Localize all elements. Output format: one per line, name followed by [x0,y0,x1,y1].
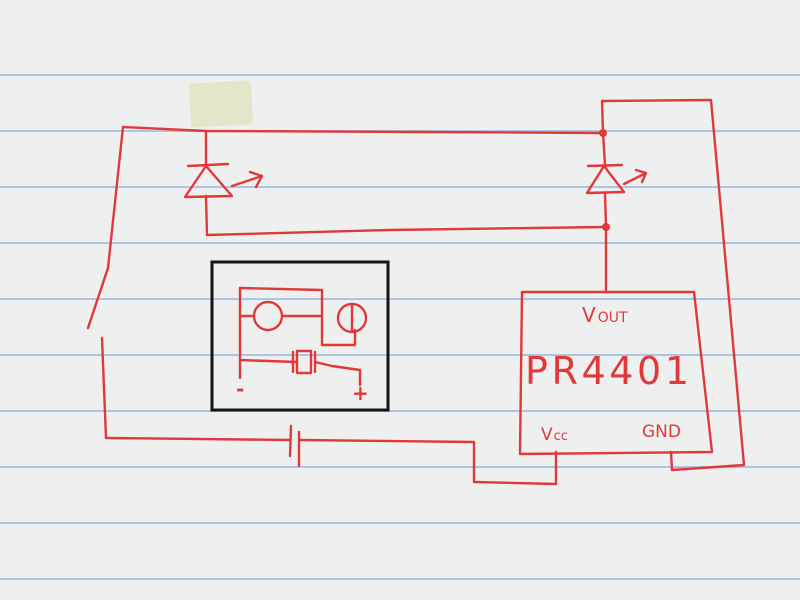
inset-component-right [336,302,368,334]
led-right-triangle [585,164,626,195]
chip-name-label: PR4401 [525,349,695,393]
led-left-triangle [183,164,234,199]
inset-lead-right [313,360,362,387]
left-wire-upper [106,125,125,270]
chip-vcc-label: Vcc [541,425,568,445]
inset-loop-wire [238,286,357,364]
left-wire-lower [100,336,108,440]
inset-crystal [295,349,313,375]
chip-outline [518,290,714,456]
led-right-lead-bottom [603,191,608,229]
led-left-bar [186,162,230,168]
led-right-arrow [622,168,648,186]
bottom-wire-left [104,436,292,442]
led-right-lead-top [601,131,607,167]
chip-gnd-label: GND [642,422,681,442]
top-wire [121,125,605,135]
inset-frame [210,260,390,412]
battery-long-plate [288,424,293,458]
gnd-loop-wire [600,98,746,472]
middle-wire [205,225,608,237]
inset-plus-label: + [352,381,369,405]
led-left-arrow [230,170,264,189]
led-left-lead-bottom [204,194,209,237]
inset-minus-label: - [236,377,244,401]
bottom-wire-right [298,438,558,486]
switch-lever [86,266,110,330]
inset-component-left [252,300,284,332]
